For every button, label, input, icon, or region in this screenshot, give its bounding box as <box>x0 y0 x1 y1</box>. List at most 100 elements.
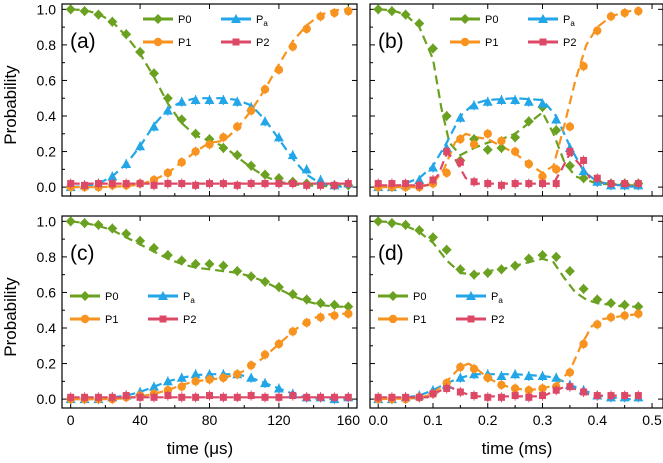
data-point <box>344 393 352 401</box>
data-point <box>315 175 326 184</box>
y-tick-label: 0.4 <box>37 108 57 124</box>
data-point <box>442 168 451 178</box>
data-point <box>232 266 243 277</box>
data-point <box>260 116 271 126</box>
y-axis-title-top: Probability <box>1 65 20 145</box>
legend-marker-pa <box>538 14 548 23</box>
data-point <box>205 140 214 149</box>
data-point <box>121 29 132 40</box>
data-point <box>261 180 269 188</box>
data-point <box>580 388 588 396</box>
data-point <box>469 100 480 110</box>
data-point <box>67 393 75 401</box>
x-tick-label: 0 <box>67 412 75 428</box>
legend-marker-p0 <box>460 14 470 24</box>
series-p0 <box>373 4 644 189</box>
data-point <box>344 309 353 318</box>
data-point <box>634 180 642 188</box>
fit-line-p1 <box>378 8 642 189</box>
data-point <box>330 393 338 401</box>
data-point <box>523 253 534 264</box>
y-tick-label: 0.8 <box>37 249 57 265</box>
legend-marker-p1 <box>460 37 470 47</box>
data-point <box>469 364 479 374</box>
data-point <box>400 9 411 20</box>
data-point <box>441 111 452 121</box>
data-point <box>634 392 642 400</box>
data-point <box>219 133 228 142</box>
data-point <box>94 180 102 188</box>
data-point <box>344 6 353 16</box>
data-point <box>176 114 187 125</box>
data-point <box>443 384 451 392</box>
data-point <box>564 266 575 277</box>
data-point <box>232 96 243 106</box>
data-point <box>135 47 146 57</box>
data-point <box>177 382 186 391</box>
data-point <box>260 169 271 180</box>
data-point <box>402 180 410 188</box>
data-point <box>427 162 438 172</box>
data-point <box>593 392 601 400</box>
data-point <box>374 180 382 188</box>
data-point <box>260 350 270 359</box>
data-point <box>482 96 493 106</box>
legend-marker-p1 <box>388 314 398 324</box>
x-tick-label: 40 <box>132 412 148 428</box>
data-point <box>593 174 601 182</box>
data-point <box>523 371 534 380</box>
data-point <box>94 393 102 401</box>
legend-label-p2: P2 <box>256 37 269 49</box>
data-point <box>373 4 384 15</box>
data-point <box>469 269 480 280</box>
data-point <box>455 264 466 275</box>
y-tick-label: 1.0 <box>37 213 57 229</box>
legend-label-p2: P2 <box>563 37 576 49</box>
data-point <box>303 393 311 401</box>
data-point <box>469 140 479 149</box>
y-tick-label: 0.0 <box>37 179 57 195</box>
legend-label-p1: P1 <box>485 37 498 49</box>
data-point <box>400 219 411 230</box>
data-point <box>343 301 354 312</box>
data-point <box>537 98 548 108</box>
legend-label-p0: P0 <box>105 291 118 303</box>
data-point <box>246 106 256 115</box>
data-point <box>191 147 200 156</box>
data-point <box>455 372 466 382</box>
data-point <box>176 96 187 106</box>
data-point <box>148 68 159 79</box>
data-point <box>121 159 132 168</box>
data-point <box>386 6 397 17</box>
data-point <box>164 180 172 188</box>
data-point <box>456 134 465 144</box>
data-point <box>67 180 75 188</box>
y-tick-label: 0.0 <box>37 391 57 407</box>
data-point <box>121 228 132 239</box>
legend-marker-pa <box>231 14 241 23</box>
data-point <box>135 235 146 246</box>
x-axis-title-left: time (μs) <box>167 439 233 458</box>
data-point <box>287 150 298 160</box>
data-point <box>538 172 547 181</box>
data-point <box>204 369 215 379</box>
data-point <box>275 180 283 188</box>
series-p1 <box>66 308 353 405</box>
data-point <box>525 393 533 401</box>
x-tick-label: 0.5 <box>642 412 662 428</box>
data-point <box>607 180 615 188</box>
data-point <box>204 259 215 269</box>
data-point <box>150 181 158 189</box>
data-point <box>621 392 629 400</box>
data-point <box>621 180 629 188</box>
data-point <box>525 180 533 188</box>
data-point <box>634 6 643 16</box>
data-point <box>443 148 451 156</box>
y-axis-title-bottom: Probability <box>1 277 20 357</box>
panel-label: (b) <box>378 30 404 53</box>
data-point <box>510 95 521 104</box>
axes-frame <box>369 3 663 197</box>
data-point <box>564 160 575 171</box>
series-p0 <box>65 216 354 312</box>
